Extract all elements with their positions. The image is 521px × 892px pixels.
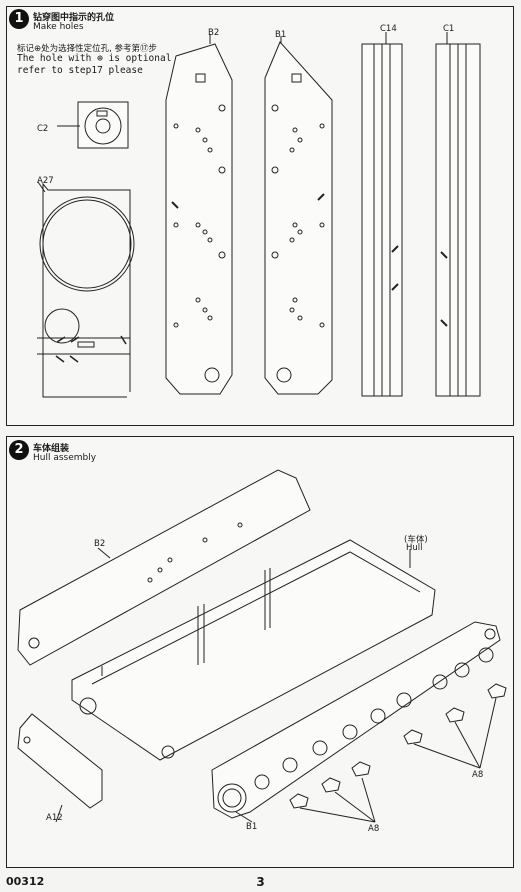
part-label-b2-top: B2 [208,28,220,38]
step2-badge: 2 [9,440,29,460]
part-label-a8-left: A8 [368,824,380,834]
c14-part-drawing [361,32,403,397]
c1-part-drawing [435,32,481,397]
step1-panel [6,6,514,426]
step2-title-cn: 车体组装 [33,444,70,454]
step1-note-cn: 标记⊕处为选择性定位孔, 参考第⑰步 [17,44,158,54]
a8-parts-drawing [289,683,507,809]
part-label-a12: A12 [46,813,63,823]
a27-part-drawing [37,181,135,398]
step1-title-en: Make holes [33,22,84,32]
part-label-hull-en: Hull [406,543,423,553]
part-label-c2: C2 [37,124,49,134]
step1-note-en-line2: refer to step17 please [17,65,143,76]
part-label-b1-assembly: B1 [246,822,258,832]
part-label-c14: C14 [380,24,397,34]
hull-drawing [71,539,436,761]
part-label-a8-right: A8 [472,770,484,780]
b2-plate-drawing [17,469,311,666]
b2-part-drawing [165,34,233,395]
part-label-b1-top: B1 [275,30,287,40]
product-code: 00312 [6,875,45,888]
step2-title-en: Hull assembly [33,453,97,463]
step1-title-cn: 钻穿图中指示的孔位 [33,13,115,23]
step1-note-en-line1: The hole with ⊕ is optional [17,53,172,64]
page-number: 3 [256,875,265,889]
step1-badge: 1 [9,9,29,29]
part-label-b2-assembly: B2 [94,539,106,549]
part-label-hull-cn: (车体) [404,535,428,545]
part-label-c1: C1 [443,24,455,34]
a8-leader-lines [235,556,497,823]
part-label-a27: A27 [37,176,54,186]
a12-plate-drawing [17,713,103,823]
c2-part-drawing [57,101,129,149]
b1-plate-drawing [211,621,501,819]
b1-part-drawing [264,36,333,395]
